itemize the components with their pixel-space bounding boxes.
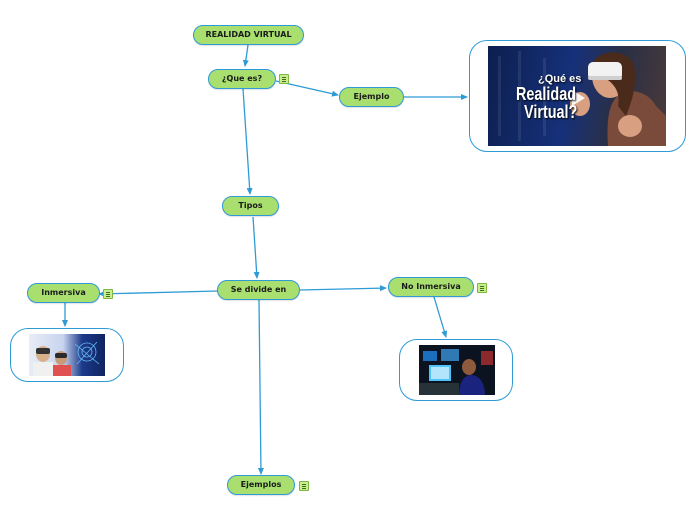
note-icon[interactable] (299, 481, 309, 491)
vr-headset-person-image (498, 51, 666, 146)
node-realidad-virtual[interactable]: REALIDAD VIRTUAL (193, 25, 304, 45)
node-label: Tipos (238, 201, 263, 210)
video-title-line2: Realidad (516, 84, 577, 104)
node-label: Ejemplo (353, 92, 390, 101)
node-label: Se divide en (230, 285, 287, 294)
node-ejemplo[interactable]: Ejemplo (339, 87, 404, 107)
video-frame: ¿Qué es Realidad Virtual? (469, 40, 686, 152)
connector-queEs-tipos (242, 88, 253, 195)
node-label: Inmersiva (41, 288, 86, 297)
connector-sedivide-ejemplos (257, 299, 264, 475)
node-label: No Inmersiva (401, 282, 461, 291)
video-title-line3: Virtual? (524, 102, 578, 122)
node-label: REALIDAD VIRTUAL (205, 30, 292, 39)
node-inmersiva[interactable]: Inmersiva (27, 283, 100, 303)
note-icon[interactable] (477, 283, 487, 293)
inmersiva-image[interactable] (29, 334, 105, 376)
node-label: ¿Que es? (221, 74, 263, 83)
video-thumbnail[interactable]: ¿Qué es Realidad Virtual? (488, 46, 666, 146)
node-ejemplos[interactable]: Ejemplos (227, 475, 295, 495)
video-title: ¿Qué es Realidad Virtual? (516, 73, 591, 122)
node-que-es[interactable]: ¿Que es? (208, 69, 276, 89)
node-label: Ejemplos (240, 480, 282, 489)
node-no-inmersiva[interactable]: No Inmersiva (388, 277, 474, 297)
no-inmersiva-image[interactable] (419, 345, 495, 395)
note-icon[interactable] (279, 74, 289, 84)
connector-sedivide-inmersiva (98, 290, 219, 297)
note-icon[interactable] (103, 289, 113, 299)
video-title-line1: ¿Qué es (538, 73, 582, 85)
inmersiva-image-frame (10, 328, 124, 382)
connector-noinmersiva-image (433, 296, 448, 338)
connector-sedivide-noinmersiva (299, 285, 387, 292)
node-se-divide-en[interactable]: Se divide en (217, 280, 300, 300)
connector-root-queEs (242, 44, 249, 67)
connector-tipos-sedivide (252, 216, 260, 279)
no-inmersiva-image-frame (399, 339, 513, 401)
node-tipos[interactable]: Tipos (222, 196, 279, 216)
vr-users-image (33, 341, 100, 376)
gamers-at-computers-image (419, 345, 495, 395)
